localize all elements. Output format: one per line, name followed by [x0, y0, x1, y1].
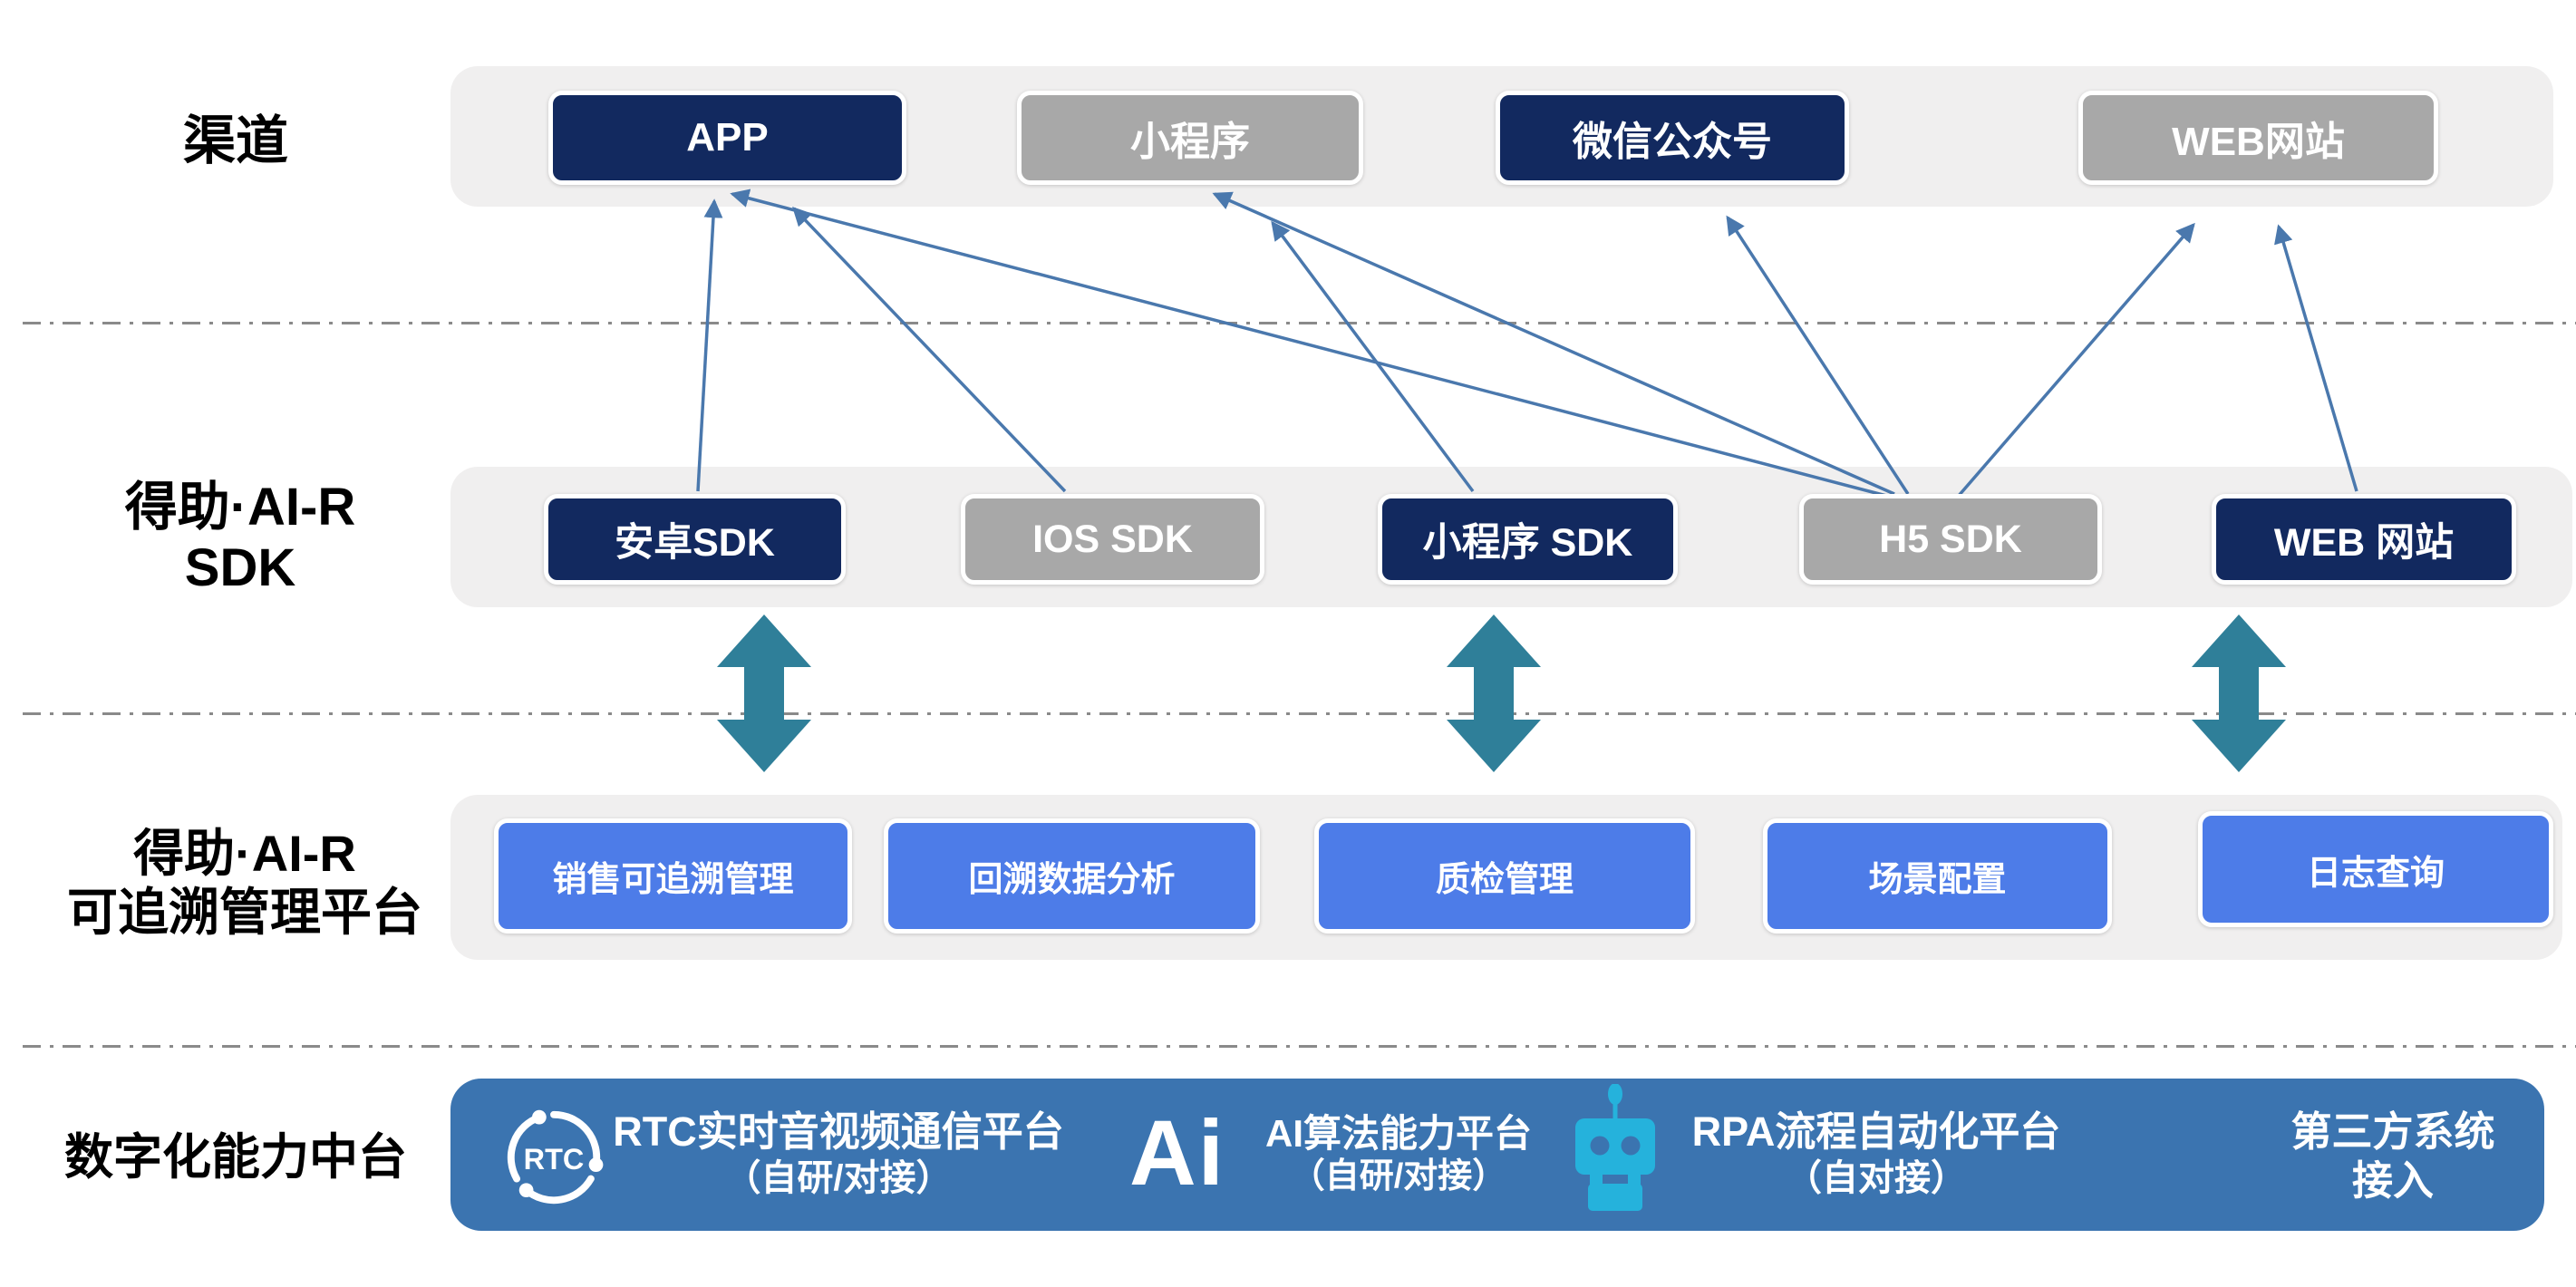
arrow-websdk-to-web — [2274, 224, 2358, 492]
platform-box-review-analysis: 回溯数据分析 — [884, 818, 1260, 934]
divider-line — [23, 1045, 2576, 1048]
channel-box-label: 微信公众号 — [1573, 120, 1772, 164]
band-item-title: RTC实时音视频通信平台 — [613, 1108, 1064, 1155]
rtc-icon-text: RTC — [524, 1143, 585, 1176]
platform-box-label: 日志查询 — [2306, 854, 2445, 893]
channel-box-label: WEB网站 — [2172, 120, 2345, 164]
row-label-text: 渠道 — [182, 111, 288, 170]
arrow-h5-to-miniprogram — [1212, 191, 1895, 496]
arrow-h5-to-wechat — [1726, 215, 1910, 495]
band-item-subtitle: 接入 — [2351, 1157, 2434, 1204]
row-label-sdk: 得助·AI-R SDK — [36, 477, 444, 599]
double-arrow-icon — [1447, 614, 1541, 772]
platform-box-sales-trace: 销售可追溯管理 — [494, 818, 852, 934]
sdk-box-h5: H5 SDK — [1799, 494, 2102, 585]
row-label-channels: 渠道 — [109, 111, 363, 171]
band-item-subtitle: （自研/对接） — [724, 1158, 953, 1198]
platform-box-label: 回溯数据分析 — [968, 861, 1176, 899]
band-item-ai: AI算法能力平台 （自研/对接） — [1231, 1111, 1566, 1198]
sdk-box-label: 安卓SDK — [615, 521, 775, 565]
band-item-thirdparty: 第三方系统 接入 — [2248, 1108, 2538, 1205]
band-item-title: AI算法能力平台 — [1264, 1112, 1532, 1155]
arrow-android-to-app — [696, 198, 723, 492]
row-label-platform: 得助·AI-R 可追溯管理平台 — [9, 825, 480, 943]
channel-box-app: APP — [548, 91, 906, 185]
band-item-subtitle: （自对接） — [1786, 1158, 1967, 1198]
sdk-box-label: H5 SDK — [1879, 517, 2022, 561]
sdk-box-label: WEB 网站 — [2273, 521, 2455, 565]
row-label-text: SDK — [184, 538, 296, 598]
sdk-to-channel-arrows — [696, 189, 2358, 498]
sdk-box-ios: IOS SDK — [961, 494, 1264, 585]
double-arrow-icon — [2192, 614, 2286, 772]
divider-line — [23, 322, 2576, 324]
arrow-miniprogram-sdk-to-miniprogram — [1271, 220, 1475, 493]
channel-box-label: APP — [686, 115, 769, 160]
channel-box-label: 小程序 — [1130, 120, 1250, 164]
sdk-box-android: 安卓SDK — [544, 494, 846, 585]
double-arrow-icon — [717, 614, 811, 772]
band-item-rpa: RPA流程自动化平台 （自对接） — [1672, 1108, 2080, 1200]
sdk-box-miniprogram: 小程序 SDK — [1378, 494, 1678, 585]
capability-band — [450, 1079, 2544, 1231]
arrow-h5-to-app — [730, 189, 1891, 498]
rtc-icon: RTC — [507, 1109, 604, 1205]
double-arrows — [717, 614, 2286, 772]
platform-box-label: 质检管理 — [1435, 861, 1574, 899]
channel-box-wechat: 微信公众号 — [1496, 91, 1849, 185]
sdk-box-label: 小程序 SDK — [1422, 521, 1633, 565]
row-label-capability: 数字化能力中台 — [27, 1129, 444, 1186]
row-label-text: 可追溯管理平台 — [67, 883, 422, 941]
platform-box-scene-config: 场景配置 — [1763, 818, 2112, 934]
band-item-title: 第三方系统 — [2290, 1108, 2495, 1155]
platform-box-log-query: 日志查询 — [2198, 811, 2553, 927]
sdk-box-web: WEB 网站 — [2212, 494, 2516, 585]
platform-box-label: 场景配置 — [1868, 861, 2007, 899]
platform-box-label: 销售可追溯管理 — [552, 861, 794, 899]
channel-box-web: WEB网站 — [2078, 91, 2438, 185]
robot-icon — [1575, 1084, 1655, 1211]
row-label-text: 得助·AI-R — [133, 825, 356, 882]
band-item-title: RPA流程自动化平台 — [1691, 1108, 2061, 1155]
channel-box-miniprogram: 小程序 — [1017, 91, 1363, 185]
ai-icon: Ai — [1129, 1101, 1225, 1205]
platform-box-quality-check: 质检管理 — [1314, 818, 1695, 934]
arrow-ios-to-app — [792, 206, 1067, 493]
arrow-h5-to-web — [1956, 222, 2195, 498]
band-item-subtitle: （自研/对接） — [1290, 1157, 1507, 1196]
row-label-text: 数字化能力中台 — [64, 1130, 407, 1185]
row-label-text: 得助·AI-R — [124, 478, 356, 537]
sdk-box-label: IOS SDK — [1032, 517, 1193, 561]
divider-line — [23, 712, 2576, 715]
band-item-rtc: RTC实时音视频通信平台 （自研/对接） — [603, 1108, 1074, 1200]
